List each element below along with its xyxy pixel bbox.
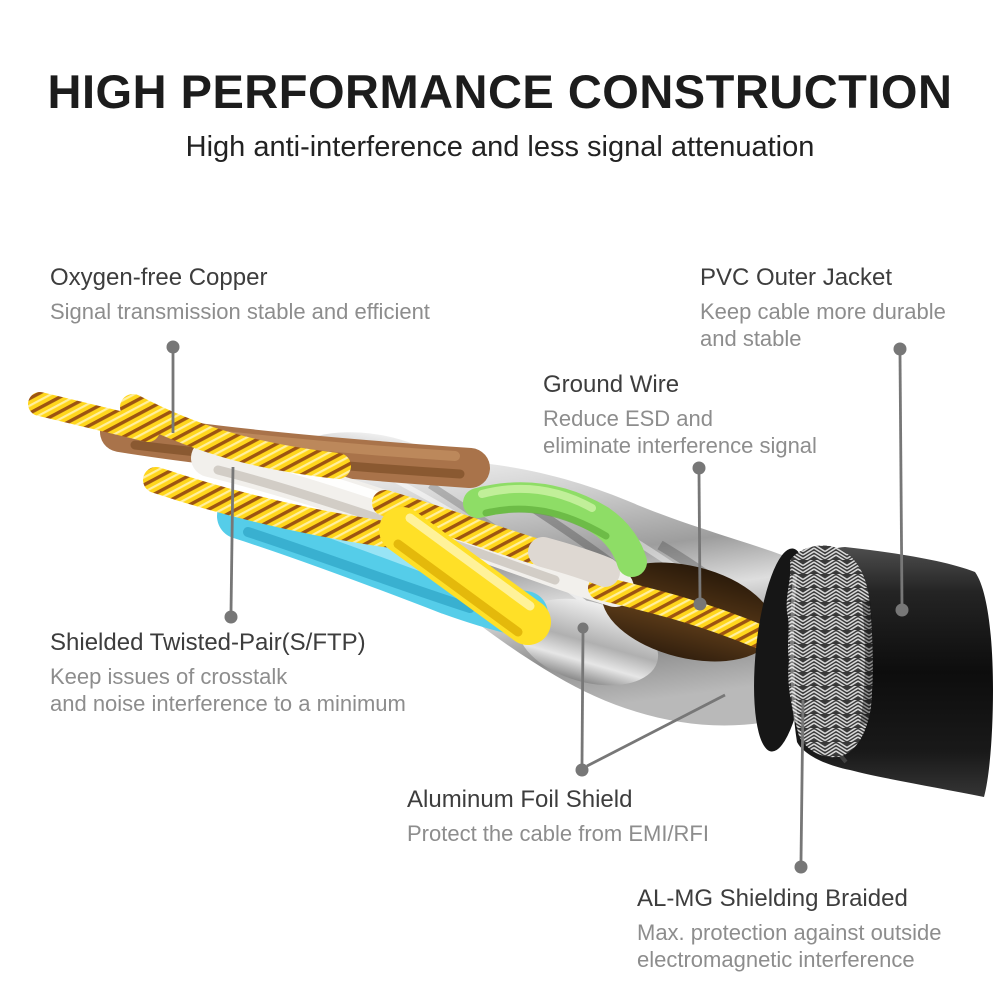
callout-desc-line: Protect the cable from EMI/RFI [407, 821, 709, 846]
callout-title: Aluminum Foil Shield [407, 786, 633, 813]
leader-shielded-twisted-pair [224, 466, 238, 624]
braided-shield [786, 545, 873, 758]
ground-wire-green [463, 482, 647, 577]
callout-title: Ground Wire [543, 371, 680, 398]
callout-desc-line: and noise interference to a minimum [50, 691, 406, 716]
page-subtitle: High anti-interference and less signal a… [185, 131, 815, 163]
callout-ground-wire: Ground Wire Reduce ESD and eliminate int… [543, 370, 873, 459]
callout-description: Max. protection against outside electrom… [637, 919, 987, 973]
callout-description: Protect the cable from EMI/RFI [407, 820, 797, 847]
callout-oxygen-free-copper: Oxygen-free Copper Signal transmission s… [50, 263, 510, 325]
callout-title: PVC Outer Jacket [700, 264, 893, 291]
callout-title: Shielded Twisted-Pair(S/FTP) [50, 629, 366, 656]
white-wire-segment [528, 537, 620, 587]
leader-almg-shielding-braided [794, 699, 808, 874]
callout-description: Keep issues of crosstalk and noise inter… [50, 663, 490, 717]
callout-desc-line: Keep cable more durable [700, 299, 946, 324]
callout-desc-line: Max. protection against outside [637, 920, 942, 945]
callout-desc-line: electromagnetic interference [637, 947, 915, 972]
page-title: HIGH PERFORMANCE CONSTRUCTION [47, 65, 953, 118]
leader-oxygen-free-copper [166, 340, 180, 433]
callout-almg-shielding-braided: AL-MG Shielding Braided Max. protection … [637, 884, 987, 973]
leader-ground-wire [692, 461, 707, 611]
callout-pvc-outer-jacket: PVC Outer Jacket Keep cable more durable… [700, 263, 990, 352]
yellow-insulated-wire [379, 507, 551, 645]
callout-title: Oxygen-free Copper [50, 264, 268, 291]
callout-desc-line: Keep issues of crosstalk [50, 664, 288, 689]
callout-title: AL-MG Shielding Braided [637, 885, 908, 912]
callout-desc-line: and stable [700, 326, 802, 351]
leader-aluminum-foil-shield [575, 622, 726, 777]
callout-shielded-twisted-pair: Shielded Twisted-Pair(S/FTP) Keep issues… [50, 628, 490, 717]
callout-desc-line: Signal transmission stable and efficient [50, 299, 430, 324]
leader-lines [166, 340, 909, 874]
callout-description: Keep cable more durable and stable [700, 298, 990, 352]
callout-desc-line: eliminate interference signal [543, 433, 817, 458]
callout-desc-line: Reduce ESD and [543, 406, 713, 431]
leader-pvc-outer-jacket [893, 342, 909, 617]
callout-description: Reduce ESD and eliminate interference si… [543, 405, 873, 459]
callout-description: Signal transmission stable and efficient [50, 298, 510, 325]
callout-aluminum-foil-shield: Aluminum Foil Shield Protect the cable f… [407, 785, 797, 847]
